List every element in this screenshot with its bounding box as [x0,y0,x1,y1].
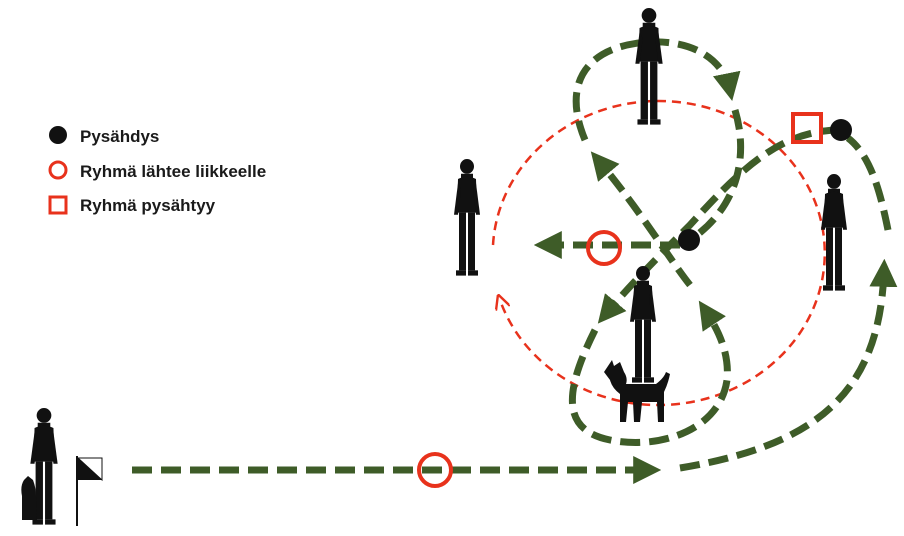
start-flag-icon [76,456,103,526]
stop-dot-icon [49,126,67,144]
group-circle-path [491,99,826,407]
legend: Pysähdys Ryhmä lähtee liikkeelle Ryhmä p… [48,126,266,215]
person-silhouette-icon [821,174,847,291]
group-members [454,8,847,383]
start-circle-icon [48,160,68,180]
legend-stop-label: Pysähdys [80,127,159,146]
dog-silhouette-icon [604,360,670,422]
dog-silhouette-icon [21,476,37,520]
legend-group-starts-label: Ryhmä lähtee liikkeelle [80,162,266,181]
stop-square-icon [48,195,68,215]
handler-start [21,408,103,526]
person-silhouette-icon [454,159,480,276]
stop-dot-icon [678,229,700,251]
start-circle-icon [417,452,453,488]
handler-path [132,38,898,484]
stop-dot-icon [830,119,852,141]
path-markers [417,112,852,488]
person-silhouette-icon [635,8,663,125]
start-circle-icon [586,230,622,266]
stop-square-icon [791,112,823,144]
legend-group-stops-label: Ryhmä pysähtyy [80,196,216,215]
